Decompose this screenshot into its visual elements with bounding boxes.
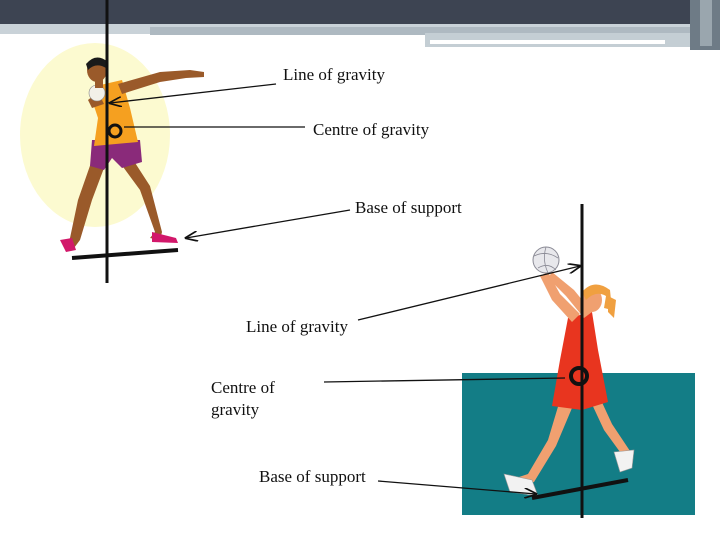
header-bar xyxy=(0,0,720,50)
pointer-base-of-support-1 xyxy=(186,209,351,238)
netball-player-figure xyxy=(503,272,635,497)
pointer-line-of-gravity-1 xyxy=(110,83,277,103)
label-centre-of-gravity-1: Centre of gravity xyxy=(313,120,430,139)
label-base-of-support-2: Base of support xyxy=(259,467,366,486)
pointer-centre-of-gravity-2 xyxy=(323,377,566,383)
label-centre-of-gravity-2: Centre of gravity xyxy=(211,378,275,419)
pointer-line-of-gravity-2 xyxy=(357,266,580,321)
ball-icon xyxy=(532,246,560,274)
label-line-of-gravity-2: Line of gravity xyxy=(246,317,348,336)
base-of-support-1 xyxy=(71,248,179,260)
pointer-base-of-support-2 xyxy=(377,480,536,494)
base-of-support-2 xyxy=(531,478,629,500)
label-base-of-support-1: Base of support xyxy=(355,198,462,217)
shot-putter-figure xyxy=(60,57,204,252)
centre-of-gravity-marker-2 xyxy=(569,366,589,386)
centre-of-gravity-marker-1 xyxy=(107,123,123,139)
label-line-of-gravity-1: Line of gravity xyxy=(283,65,385,84)
